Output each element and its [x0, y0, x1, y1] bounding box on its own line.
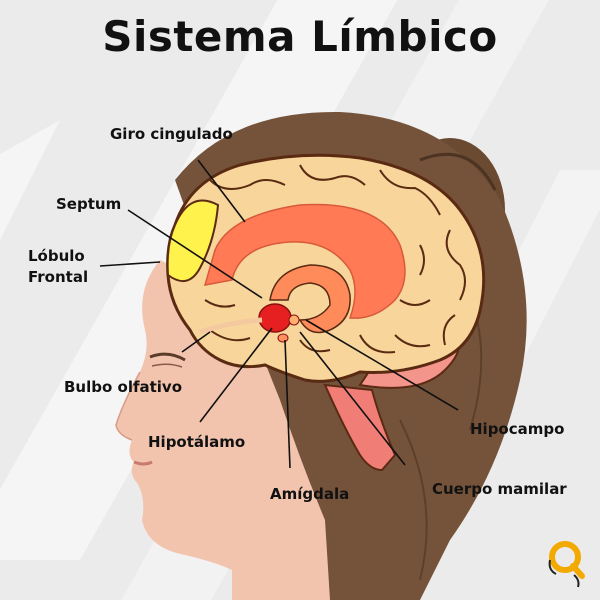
label-hipotalamo: Hipotálamo [148, 433, 246, 451]
label-cuerpo-mamilar: Cuerpo mamilar [432, 480, 567, 498]
label-amigdala: Amígdala [270, 485, 350, 503]
pointer-lines [99, 159, 459, 469]
pointer-cuerpo-mamilar [299, 331, 406, 466]
pointer-hipocampo [305, 319, 459, 411]
pointer-giro-cingulado [197, 159, 246, 223]
limbic-structures [199, 203, 406, 343]
pointer-hipotalamo [199, 327, 273, 423]
label-giro-cingulado: Giro cingulado [110, 125, 233, 143]
diagram-title: Sistema Límbico [102, 12, 498, 61]
pointer-lobulo-frontal [99, 261, 161, 267]
lightbulb-logo-icon [548, 541, 585, 588]
pointer-bulbo-olfativo [181, 331, 211, 353]
label-hipocampo: Hipocampo [470, 420, 565, 438]
face-profile [115, 260, 330, 600]
pointer-septum [127, 209, 263, 299]
label-lobulo-frontal-line1: Lóbulo [28, 247, 85, 265]
label-lobulo-frontal: Lóbulo Frontal [28, 246, 88, 288]
label-septum: Septum [56, 195, 122, 213]
label-bulbo-olfativo: Bulbo olfativo [64, 378, 183, 396]
label-lobulo-frontal-line2: Frontal [28, 268, 89, 286]
pointer-amigdala [284, 339, 291, 469]
